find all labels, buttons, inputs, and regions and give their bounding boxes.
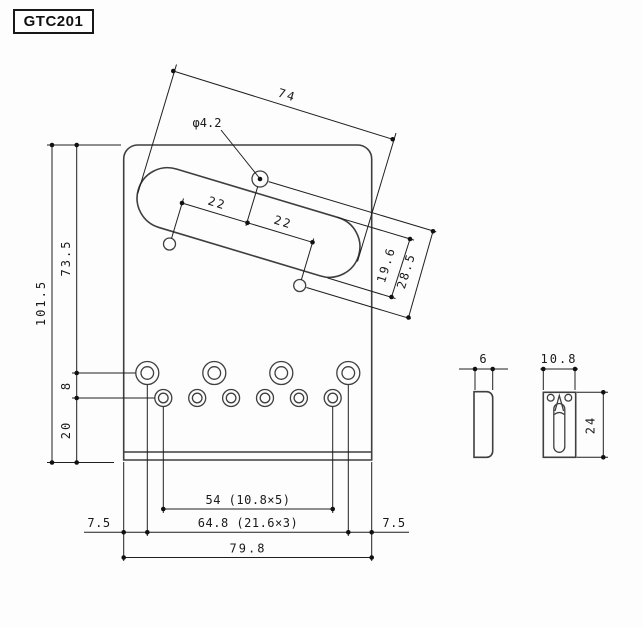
dim-101-5-label: 101.5	[34, 280, 48, 326]
dim-19-6-label: 19.6	[374, 245, 398, 284]
saddle-slot-arc	[553, 411, 565, 416]
dim-54-label: 54 (10.8×5)	[206, 493, 291, 507]
dim-22-right-label: 22	[272, 213, 294, 232]
dim-7-5-right-label: 7.5	[382, 516, 405, 530]
part-number-label: GTC201	[23, 13, 84, 30]
dim-20-label: 20	[59, 421, 73, 439]
pickup-opening	[136, 166, 361, 279]
part-number-box: GTC201	[13, 9, 94, 34]
dim-73-5-label: 73.5	[59, 240, 73, 277]
dim-10-8-label: 10.8	[541, 352, 578, 366]
mounting-screw-holes	[135, 360, 361, 386]
dim-74-label: 74	[276, 86, 298, 105]
dim-28-5: 28.5	[268, 181, 437, 320]
dim-8-label: 8	[59, 381, 73, 390]
dim-22-left-label: 22	[206, 194, 228, 213]
pickup-mount-holes	[162, 170, 307, 293]
dim-bottom-block: 54 (10.8×5) 7.5 64.8 (21.6×3) 7.5 79.8	[84, 384, 409, 561]
dim-22-22: 22 22	[171, 186, 315, 281]
dim-left-column: 101.5 73.5 8 20	[34, 142, 155, 465]
dim-24-label: 24	[584, 416, 598, 434]
dim-28-5-label: 28.5	[394, 251, 418, 290]
bridge-plate-outline	[122, 144, 373, 461]
dim-hole-diameter: φ4.2	[193, 116, 260, 178]
dim-6-label: 6	[479, 352, 488, 366]
saddle-top-view: 10.8 24	[540, 352, 608, 460]
saddle-notch	[554, 393, 565, 412]
dim-74: 74	[137, 64, 397, 262]
dim-hole-diameter-label: φ4.2	[193, 116, 222, 130]
string-through-holes	[154, 388, 342, 408]
dim-7-5-left-label: 7.5	[87, 516, 110, 530]
saddle-screw-hole-right	[564, 393, 573, 402]
saddle-screw-hole-left	[546, 393, 555, 402]
saddle-side-view: 6	[459, 352, 508, 459]
saddle-slot	[553, 402, 566, 453]
dim-79-8-label: 79.8	[230, 542, 267, 556]
dim-64-8-label: 64.8 (21.6×3)	[198, 516, 298, 530]
